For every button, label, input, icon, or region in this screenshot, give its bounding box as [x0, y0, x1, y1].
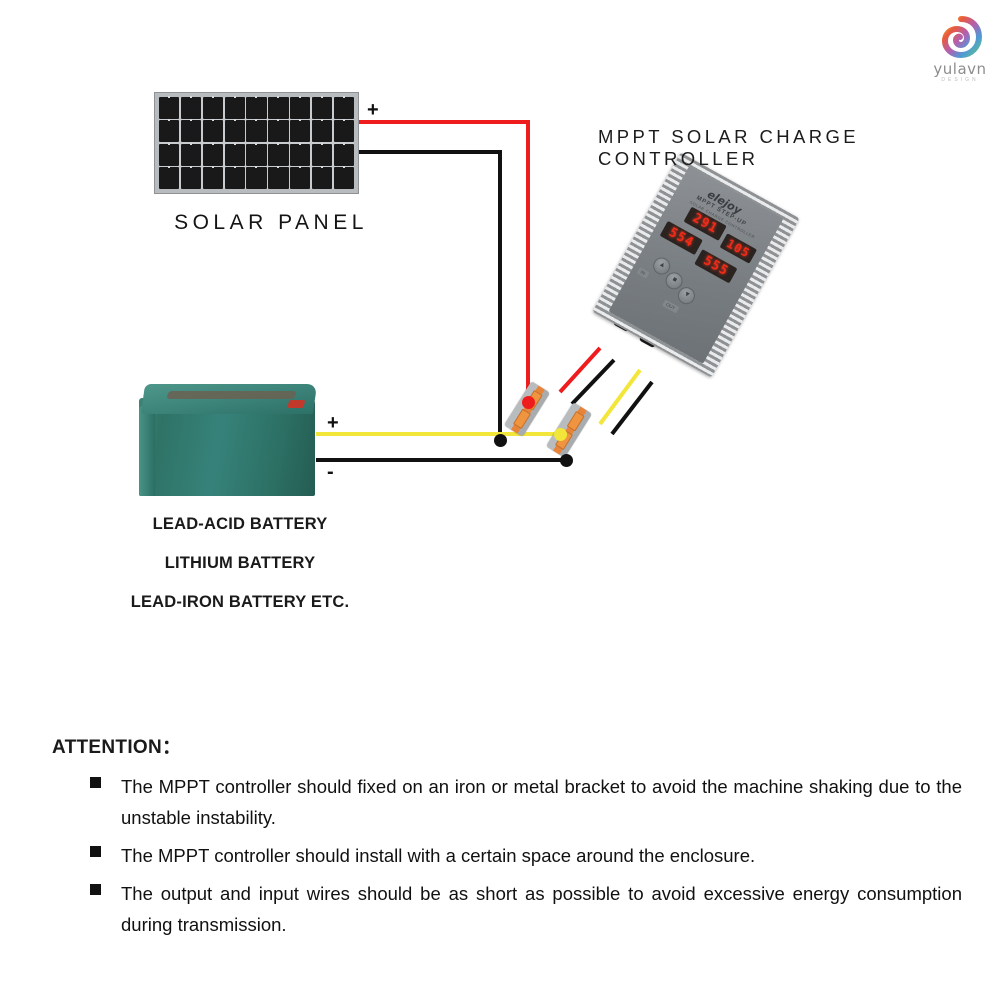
wire-controller-output-positive [598, 368, 642, 426]
battery-body [139, 398, 315, 496]
solar-panel [154, 92, 359, 194]
controller-housing: elejoy MPPT STEP-UP SOLAR CHARGE CONTROL… [592, 152, 800, 378]
battery-labels: LEAD-ACID BATTERY LITHIUM BATTERY LEAD-I… [60, 515, 420, 632]
terminal-dot-positive-out [554, 428, 567, 441]
solar-panel-label: SOLAR PANEL [174, 211, 368, 234]
attention-item: The MPPT controller should install with … [52, 840, 962, 871]
battery-label-lithium: LITHIUM BATTERY [164, 554, 316, 572]
led-display-4: 555 [694, 249, 738, 284]
wire-controller-negative-in [570, 358, 616, 406]
attention-item: The output and input wires should be as … [52, 878, 962, 940]
attention-item-text: The MPPT controller should fixed on an i… [121, 776, 962, 828]
battery-label-lead-iron: LEAD-IRON BATTERY ETC. [130, 593, 350, 611]
bullet-square-icon [90, 846, 101, 857]
terminal-dot-positive-in [522, 396, 535, 409]
watermark-logo: yulavn DESIGN [924, 16, 996, 86]
battery-side-face [139, 406, 155, 496]
spiral-logo-icon [940, 16, 983, 59]
bullet-square-icon [90, 777, 101, 788]
wire-controller-output-negative [610, 380, 654, 436]
battery-positive-sign: + [327, 412, 339, 434]
battery-negative-sign: - [327, 461, 334, 483]
wire-panel-negative [357, 150, 502, 440]
battery-terminal [287, 400, 306, 408]
controller-title: MPPT SOLAR CHARGE CONTROLLER [598, 126, 860, 169]
controller-output-tag: OUT [662, 299, 679, 314]
attention-item-text: The MPPT controller should install with … [121, 845, 756, 866]
solar-cell-grid [159, 97, 354, 189]
attention-section: ATTENTION： The MPPT controller should fi… [52, 732, 962, 947]
controller-input-tag: IN [636, 267, 650, 279]
wire-panel-positive [357, 120, 530, 402]
mppt-charge-controller: elejoy MPPT STEP-UP SOLAR CHARGE CONTROL… [592, 152, 823, 378]
bullet-square-icon [90, 884, 101, 895]
battery-label-lead-acid: LEAD-ACID BATTERY [152, 515, 328, 533]
battery-vent-strip [166, 391, 297, 399]
battery [139, 384, 318, 496]
wiring-diagram: + - SOLAR PANEL + - LEAD-ACID BATTERY LI… [0, 0, 1001, 700]
terminal-dot-negative-out [560, 454, 573, 467]
wire-paths [316, 120, 654, 462]
battery-top-cover [140, 384, 318, 414]
attention-item-text: The output and input wires should be as … [121, 883, 962, 935]
logo-brand-text: yulavn [933, 60, 987, 78]
panel-positive-sign: + [367, 99, 379, 121]
logo-sub-text: DESIGN [941, 77, 979, 83]
attention-title: ATTENTION： [52, 737, 182, 758]
wire-controller-positive [558, 346, 602, 394]
terminal-dot-negative-in [494, 434, 507, 447]
attention-item: The MPPT controller should fixed on an i… [52, 771, 962, 833]
panel-negative-sign: - [367, 141, 374, 163]
